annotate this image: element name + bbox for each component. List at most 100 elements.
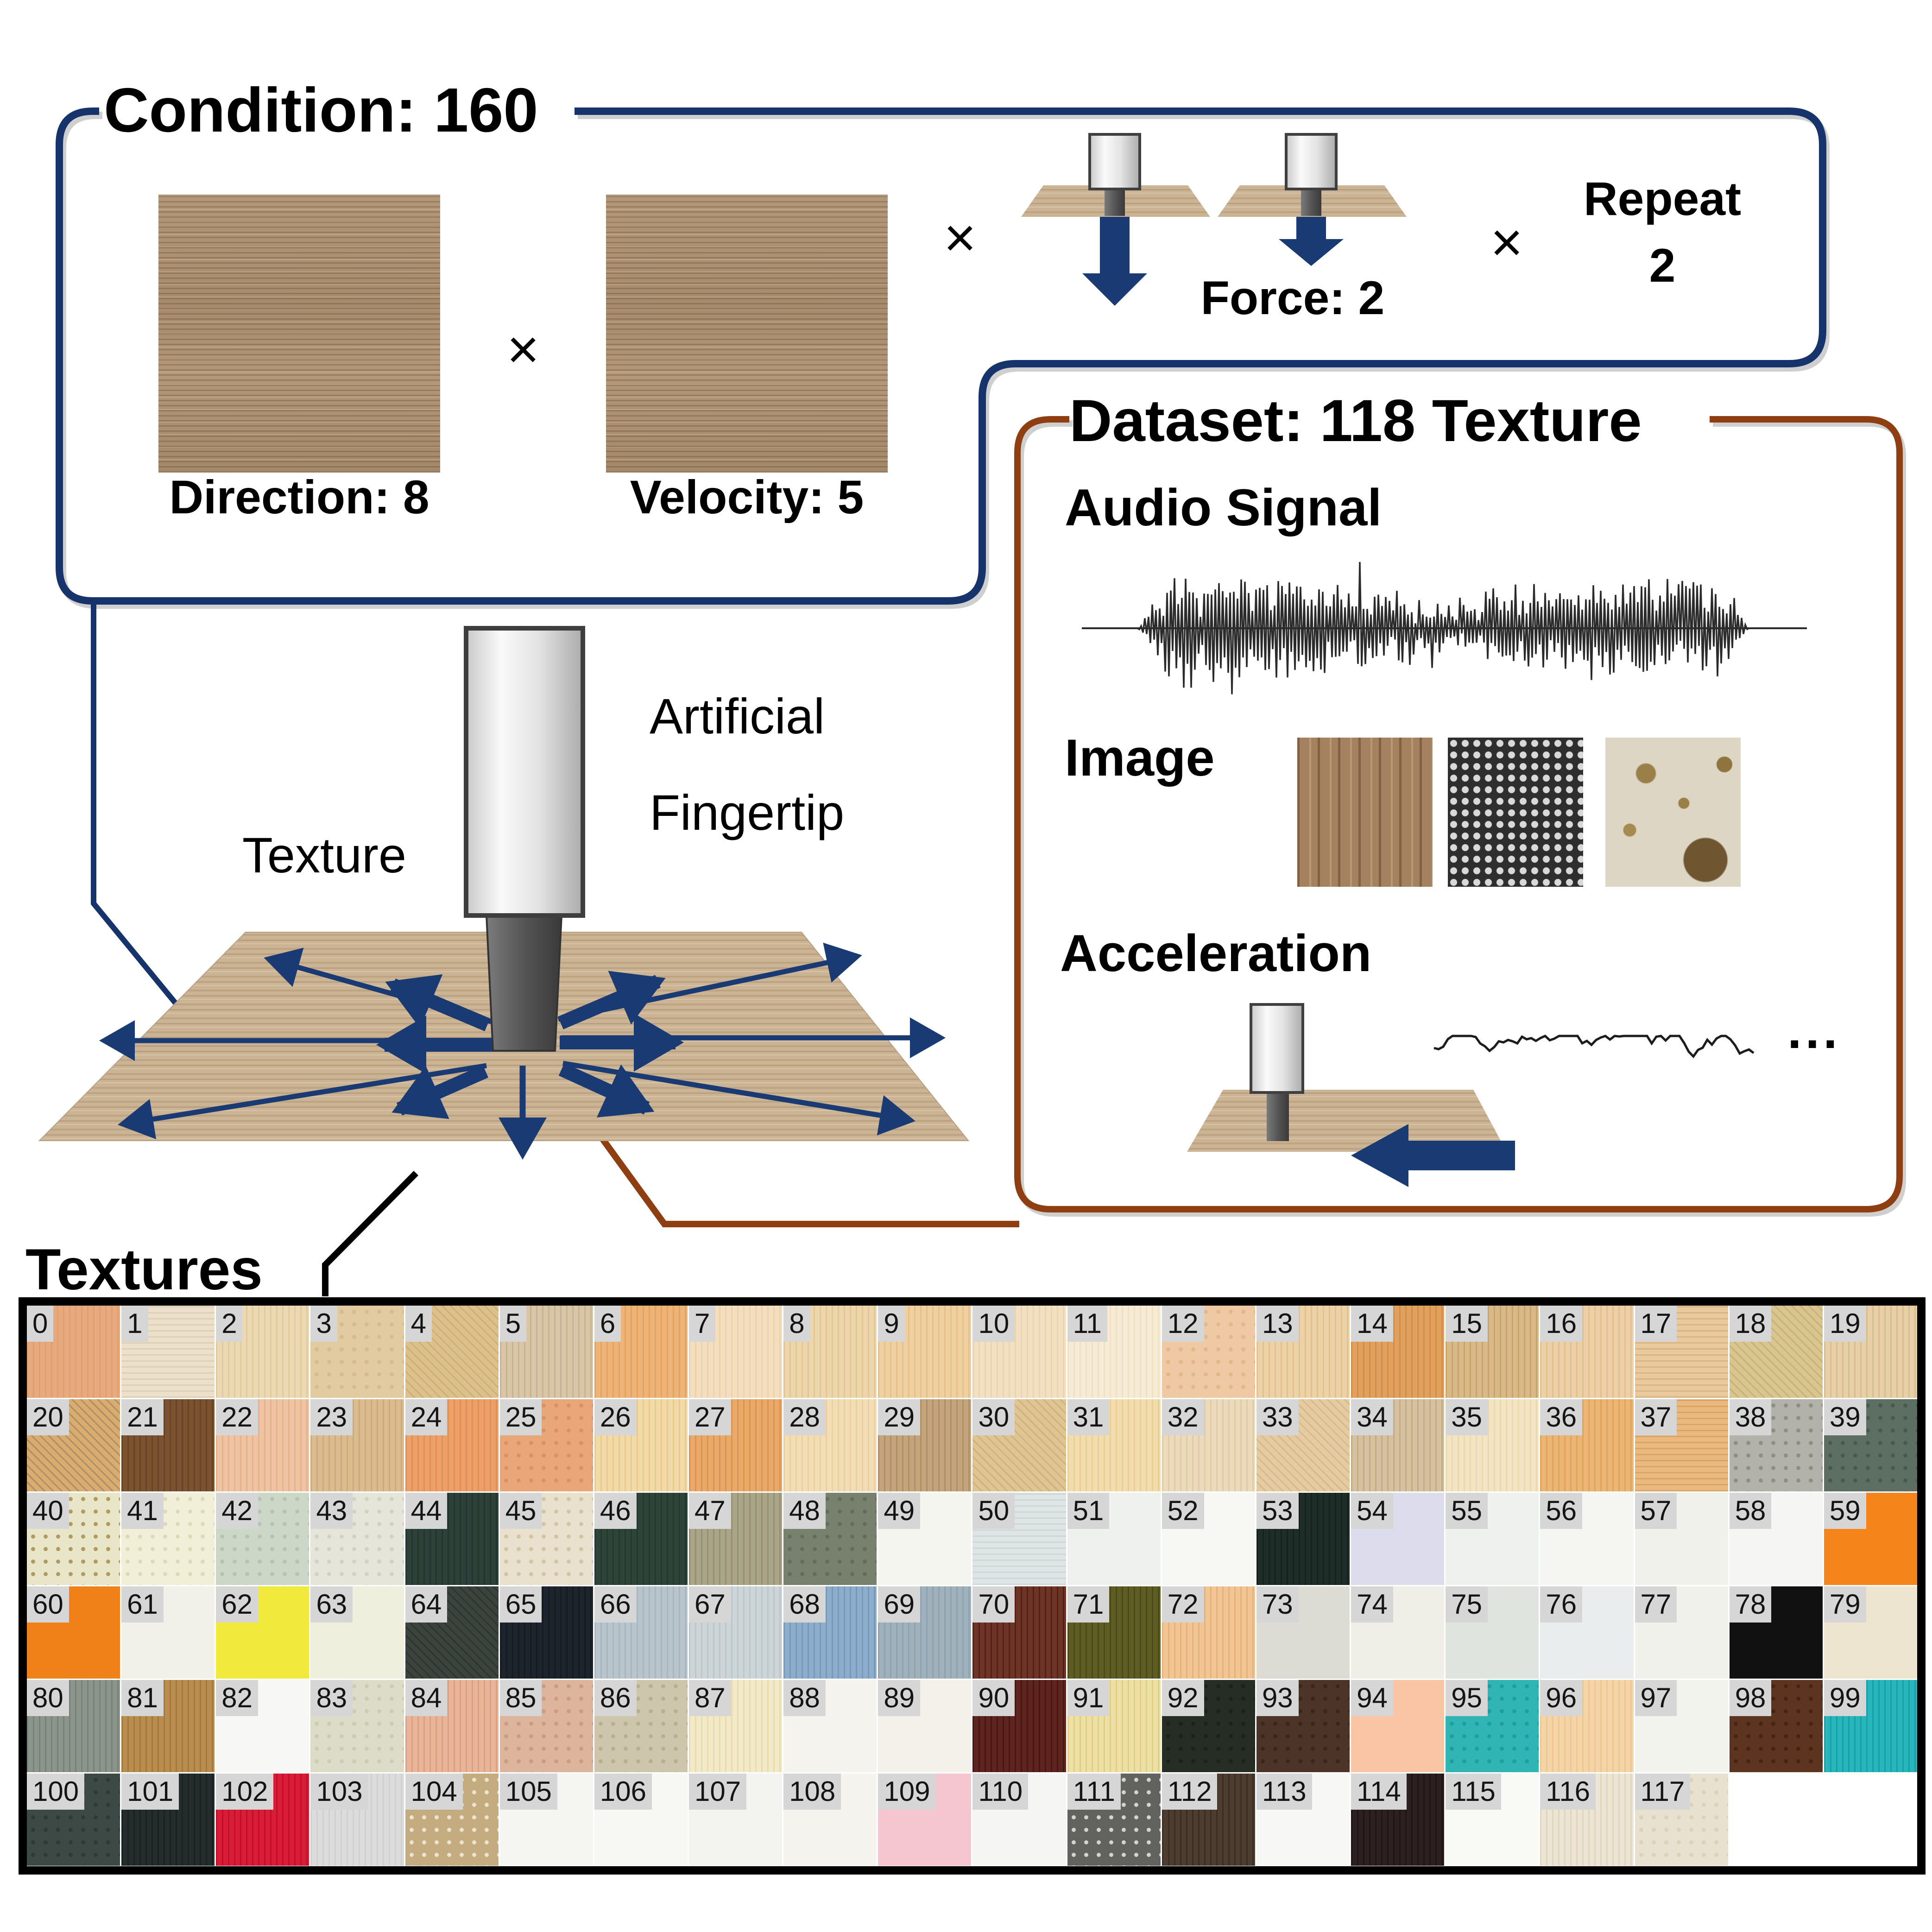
image-label: Image: [1065, 729, 1215, 787]
texture-tile-number: 5: [499, 1306, 527, 1342]
texture-tile: 97: [1635, 1680, 1728, 1772]
texture-tile: 20: [27, 1399, 120, 1491]
texture-tile: 84: [405, 1680, 499, 1772]
texture-tile: 42: [216, 1493, 309, 1585]
texture-tile: 102: [216, 1774, 309, 1866]
texture-tile: 70: [972, 1586, 1066, 1679]
texture-tile-number: 97: [1635, 1680, 1677, 1716]
texture-tile-number: 88: [783, 1680, 826, 1716]
texture-tile: 41: [121, 1493, 215, 1585]
texture-tile: 14: [1351, 1306, 1445, 1398]
texture-tile-number: 81: [121, 1680, 164, 1716]
texture-tile-number: 25: [499, 1399, 542, 1435]
texture-tile-number: 84: [405, 1680, 448, 1716]
texture-tile-number: 76: [1540, 1586, 1583, 1623]
texture-tile: 46: [594, 1493, 688, 1585]
texture-tile: 87: [689, 1680, 783, 1772]
texture-tile: 103: [310, 1774, 404, 1866]
velocity-wood-image: [606, 195, 888, 473]
texture-tile-number: 113: [1256, 1774, 1312, 1810]
texture-tile-number: 31: [1067, 1399, 1110, 1435]
texture-tile-number: 18: [1729, 1306, 1772, 1342]
ellipsis-label: ...: [1787, 1002, 1841, 1059]
texture-tile: 68: [783, 1586, 877, 1679]
texture-tile: 37: [1635, 1399, 1728, 1491]
texture-tile-number: 17: [1635, 1306, 1677, 1342]
condition-title: Condition: 160: [104, 75, 538, 145]
texture-tile-number: 1: [121, 1306, 148, 1342]
texture-tile-number: 21: [121, 1399, 164, 1435]
texture-tile: 11: [1067, 1306, 1161, 1398]
texture-tile: 60: [27, 1586, 120, 1679]
fingertip-label-line1: Artificial: [650, 688, 825, 744]
texture-tile: 3: [310, 1306, 404, 1398]
texture-tile-number: 85: [499, 1680, 542, 1716]
texture-tile: 69: [878, 1586, 972, 1679]
texture-tile: 109: [878, 1774, 972, 1866]
texture-tile-number: 79: [1824, 1586, 1866, 1623]
multiply-icon: ×: [506, 318, 540, 380]
texture-tile: 49: [878, 1493, 972, 1585]
texture-tile: 16: [1540, 1306, 1634, 1398]
texture-tile-number: 102: [216, 1774, 274, 1810]
texture-tile: 89: [878, 1680, 972, 1772]
texture-tile: 23: [310, 1399, 404, 1491]
large-force-arrow: [1100, 217, 1130, 274]
texture-tile: 48: [783, 1493, 877, 1585]
texture-tile: 27: [689, 1399, 783, 1491]
texture-tile: 10: [972, 1306, 1066, 1398]
texture-tile: 117: [1635, 1774, 1728, 1866]
texture-tile: 86: [594, 1680, 688, 1772]
texture-tile: 74: [1351, 1586, 1445, 1679]
repeat-value: 2: [1649, 239, 1676, 292]
texture-tile: 92: [1162, 1680, 1255, 1772]
texture-tile: 101: [121, 1774, 215, 1866]
texture-tile-number: 37: [1635, 1399, 1677, 1435]
texture-tile-number: 101: [121, 1774, 179, 1810]
texture-tile: 113: [1256, 1774, 1350, 1866]
texture-tile: 67: [689, 1586, 783, 1679]
texture-tile: 105: [499, 1774, 593, 1866]
texture-tile-number: 58: [1729, 1493, 1772, 1529]
slide-direction-arrows-long: [99, 942, 946, 1160]
texture-tile-number: 93: [1256, 1680, 1299, 1716]
texture-tile: 94: [1351, 1680, 1445, 1772]
texture-tile: 66: [594, 1586, 688, 1679]
repeat-label: Repeat: [1583, 172, 1742, 225]
texture-tile: 36: [1540, 1399, 1634, 1491]
texture-tile-number: 77: [1635, 1586, 1677, 1623]
texture-tile: 96: [1540, 1680, 1634, 1772]
texture-tile-number: 20: [27, 1399, 69, 1435]
texture-tile-number: 34: [1351, 1399, 1393, 1435]
texture-tile-number: 95: [1446, 1680, 1488, 1716]
texture-tile-number: 0: [27, 1306, 54, 1342]
texture-tile: 112: [1162, 1774, 1255, 1866]
direction-label: Direction: 8: [169, 471, 429, 524]
texture-tile: 1: [121, 1306, 215, 1398]
texture-tile: 116: [1540, 1774, 1634, 1866]
texture-tile-number: 78: [1729, 1586, 1772, 1623]
texture-tile: 72: [1162, 1586, 1255, 1679]
condition-connector-line: [91, 602, 201, 1033]
image-swatch-wood: [1297, 738, 1433, 887]
texture-tile: 38: [1729, 1399, 1823, 1491]
texture-tile: 7: [689, 1306, 783, 1398]
velocity-label: Velocity: 5: [630, 471, 864, 524]
texture-tile-number: 26: [594, 1399, 637, 1435]
texture-tile: 75: [1446, 1586, 1539, 1679]
texture-tile-number: 52: [1162, 1493, 1204, 1529]
texture-tile-number: 91: [1067, 1680, 1110, 1716]
texture-tile-number: 82: [216, 1680, 259, 1716]
multiply-icon: ×: [1490, 211, 1523, 273]
texture-tile-number: 29: [878, 1399, 921, 1435]
texture-tile-number: 3: [310, 1306, 337, 1342]
texture-tile: 9: [878, 1306, 972, 1398]
texture-tile: 83: [310, 1680, 404, 1772]
texture-tile-number: 6: [594, 1306, 621, 1342]
texture-tile: 12: [1162, 1306, 1255, 1398]
texture-tile-number: 48: [783, 1493, 826, 1529]
texture-tile-number: 42: [216, 1493, 259, 1529]
texture-tile: 19: [1824, 1306, 1917, 1398]
force-label: Force: 2: [1200, 271, 1385, 324]
